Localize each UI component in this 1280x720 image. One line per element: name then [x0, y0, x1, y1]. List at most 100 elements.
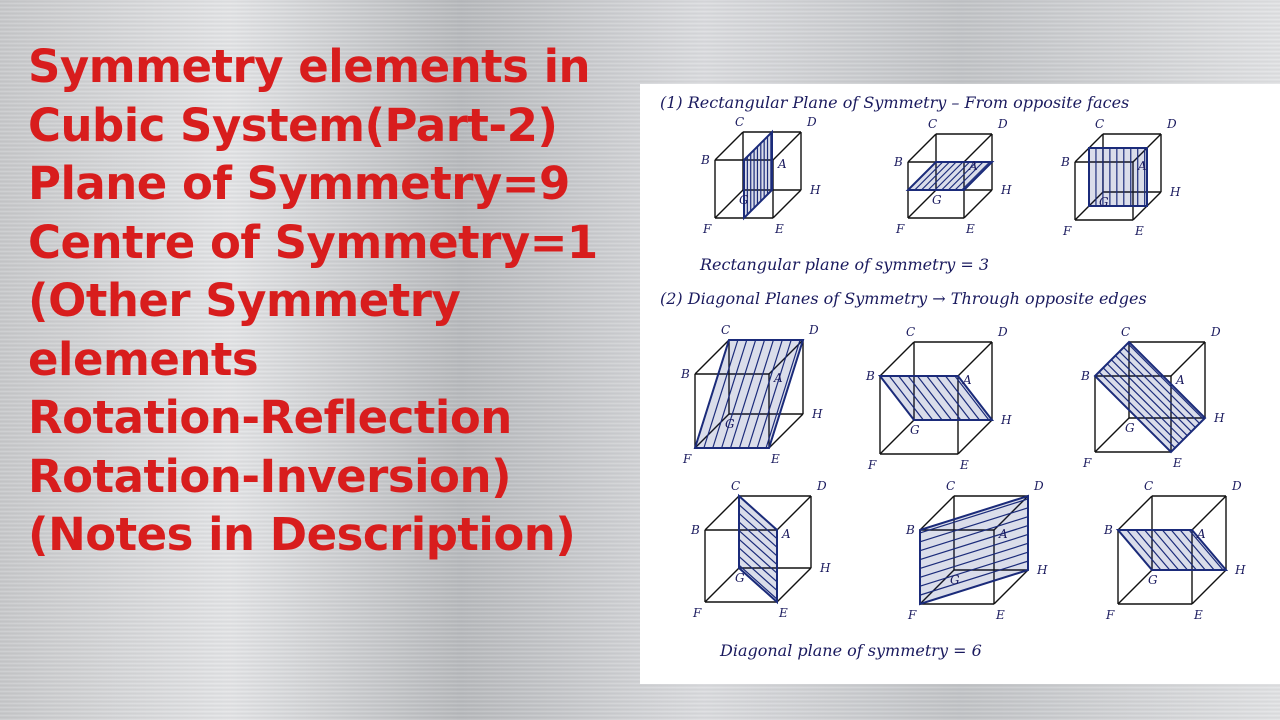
cube-6-vertex-label-f: F	[1082, 456, 1092, 470]
cube-4-hatch-line	[747, 339, 783, 449]
cube-5-hatch-line	[926, 375, 962, 421]
cube-1-vertex-label-e: E	[774, 222, 784, 236]
cube-5-edge	[957, 341, 993, 377]
cube-6-hatch-line	[1127, 342, 1205, 420]
title-line-6: elements	[28, 332, 259, 386]
cube-9-edge	[1191, 495, 1227, 531]
title-line-8: Rotation-Inversion)	[28, 449, 512, 503]
cube-8-vertex-label-h: H	[1036, 563, 1048, 577]
cube-9-vertex-label-g: G	[1148, 573, 1158, 587]
cube-2-hatch-line	[927, 161, 957, 191]
cube-4-vertex-label-b: B	[680, 367, 690, 381]
title-line-2: Cubic System(Part-2)	[28, 98, 558, 152]
cube-3-vertex-label-f: F	[1062, 224, 1072, 238]
cube-8-hatch-line	[919, 507, 1029, 543]
cube-7-hatch-line	[738, 530, 778, 566]
cube-9-hatch-line	[1179, 529, 1215, 571]
cube-5-vertex-label-c: C	[906, 325, 915, 339]
cube-2-vertex-label-h: H	[1000, 183, 1012, 197]
title-line-7: Rotation-Reflection	[28, 391, 512, 444]
cube-8-vertex-label-a: A	[998, 527, 1008, 541]
cube-9-vertex-label-a: A	[1196, 527, 1206, 541]
cube-3-vertex-label-c: C	[1095, 117, 1104, 131]
cube-2-vertex-label-f: F	[895, 222, 905, 236]
cube-2-hatch-line	[954, 161, 984, 191]
cube-9-vertex-label-h: H	[1234, 563, 1246, 577]
cube-7-vertex-label-e: E	[778, 606, 788, 620]
cube-7-vertex-label-b: B	[690, 523, 700, 537]
cube-6-vertex-label-h: H	[1213, 411, 1225, 425]
cube-3-vertex-label-g: G	[1099, 195, 1109, 209]
cube-9-hatch-line	[1188, 529, 1224, 571]
cube-6-vertex-label-e: E	[1172, 456, 1182, 470]
cube-7-edge	[776, 567, 812, 603]
cube-8-hatch-line	[919, 560, 1029, 596]
cube-8-vertex-label-e: E	[995, 608, 1005, 622]
cube-5-hatch-line	[935, 375, 971, 421]
cube-2-vertex-label-b: B	[893, 155, 903, 169]
cube-1-vertex-label-d: D	[806, 115, 817, 129]
cube-4-edge	[694, 413, 730, 449]
cube-3-vertex-label-a: A	[1137, 159, 1147, 173]
cube-4-hatch-line	[721, 339, 757, 449]
section1-result: Rectangular plane of symmetry = 3	[699, 255, 989, 274]
title-line-3: Plane of Symmetry=9	[28, 157, 570, 210]
cube-4-vertex-label-g: G	[725, 417, 735, 431]
notes-drawing: (1) Rectangular Plane of Symmetry – From…	[660, 93, 1246, 660]
section1-heading: (1) Rectangular Plane of Symmetry – From…	[660, 93, 1129, 112]
cube-1-vertex-label-h: H	[809, 183, 821, 197]
cube-5-hatch-line	[907, 375, 943, 421]
cube-5-vertex-label-a: A	[962, 373, 972, 387]
cube-4-edge	[768, 413, 804, 449]
cube-9-edge	[1191, 569, 1227, 605]
cube-7-hatch-line	[738, 547, 778, 583]
cube-7-vertex-label-d: D	[816, 479, 827, 493]
cube-5-hatch-line	[898, 375, 934, 421]
cube-4-vertex-label-f: F	[682, 452, 692, 466]
cube-2-hatch-line	[914, 161, 944, 191]
section2-result: Diagonal plane of symmetry = 6	[719, 641, 982, 660]
cube-1-vertex-label-g: G	[739, 193, 749, 207]
cube-8-hatch-line	[919, 516, 1029, 552]
cube-2-vertex-label-d: D	[997, 117, 1008, 131]
cube-7-hatch-line	[738, 521, 778, 557]
cube-9-hatch-line	[1135, 529, 1171, 571]
cube-6-vertex-label-c: C	[1121, 325, 1130, 339]
cube-8-edge	[993, 569, 1029, 605]
cube-1-edge	[772, 131, 802, 161]
cube-9-hatch-line	[1170, 529, 1206, 571]
cube-5-edge	[957, 419, 993, 455]
cube-4-hatch-line	[738, 339, 774, 449]
cube-5-vertex-label-h: H	[1000, 413, 1012, 427]
cube-6-vertex-label-g: G	[1125, 421, 1135, 435]
cube-5-hatch-line	[954, 375, 990, 421]
cube-9-hatch-line	[1161, 529, 1197, 571]
section2-heading: (2) Diagonal Planes of Symmetry → Throug…	[660, 289, 1147, 308]
cube-7-hatch-line	[738, 556, 778, 591]
cube-6-vertex-label-d: D	[1210, 325, 1221, 339]
cube-8-vertex-label-b: B	[905, 523, 915, 537]
cube-6-hatch-line	[1110, 359, 1188, 437]
cube-6-hatch-line	[1106, 363, 1184, 441]
cube-8-vertex-label-c: C	[946, 479, 955, 493]
cube-2-vertex-label-e: E	[965, 222, 975, 236]
cube-9-hatch-line	[1144, 529, 1180, 571]
cube-8-vertex-label-d: D	[1033, 479, 1044, 493]
cube-4-hatch-line	[703, 339, 739, 449]
cube-5-edge	[879, 419, 915, 455]
cube-7-vertex-label-g: G	[735, 571, 745, 585]
cube-7-edge	[776, 495, 812, 531]
title-line-1: Symmetry elements in	[28, 40, 591, 93]
cube-2-hatch-line	[941, 161, 971, 191]
cube-2-vertex-label-g: G	[932, 193, 942, 207]
cube-4-vertex-label-a: A	[773, 371, 783, 385]
cube-9-vertex-label-c: C	[1144, 479, 1153, 493]
cube-7-hatch-line	[738, 504, 778, 540]
cube-8-hatch-line	[919, 551, 1029, 587]
cube-8-edge	[919, 495, 955, 531]
cube-2-hatch-line	[961, 161, 991, 191]
cube-7-edge	[704, 495, 740, 531]
cube-4-edge	[694, 339, 730, 375]
cube-6-edge	[1170, 341, 1206, 377]
cube-8-symmetry-plane	[919, 494, 1029, 606]
